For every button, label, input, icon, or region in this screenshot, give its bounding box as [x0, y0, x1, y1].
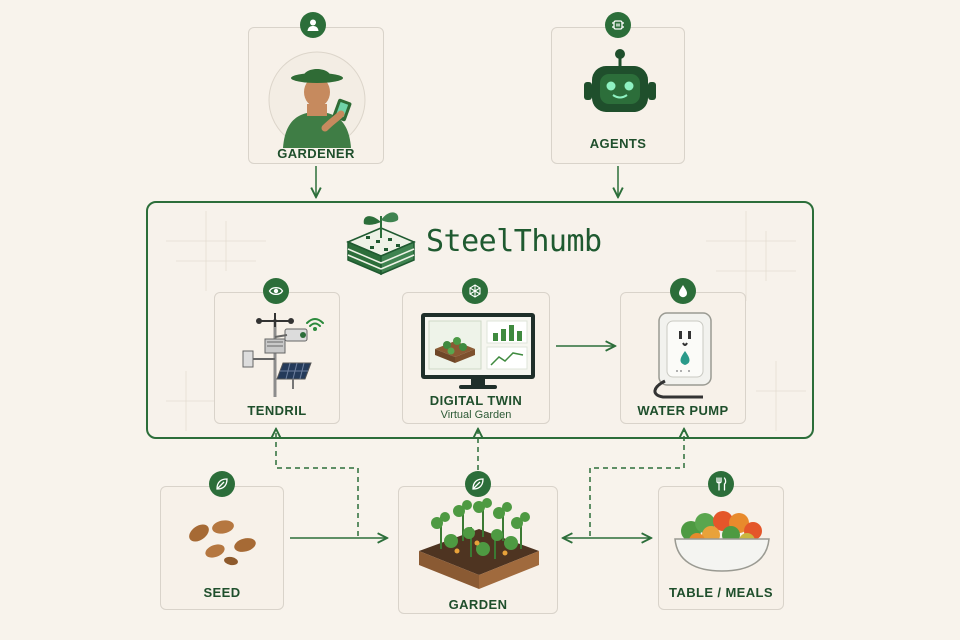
platform-grid-decoration	[166, 211, 806, 431]
table-meals-label: TABLE / MEALS	[669, 585, 773, 600]
gardener-card[interactable]: GARDENER	[248, 27, 384, 164]
fork-knife-icon	[708, 471, 734, 497]
water-pump-label: WATER PUMP	[637, 403, 729, 418]
salad-bowl-illustration	[674, 511, 770, 572]
brand-name: SteelThumb	[426, 224, 602, 259]
eye-icon	[263, 278, 289, 304]
raised-bed-illustration	[419, 498, 539, 589]
tendril-card[interactable]: TENDRIL	[214, 292, 340, 424]
network-icon	[462, 278, 488, 304]
water-pump-card[interactable]: WATER PUMP	[620, 292, 746, 424]
monitor-illustration	[421, 313, 535, 389]
tendril-label: TENDRIL	[247, 403, 307, 418]
seed-label: SEED	[203, 585, 241, 600]
garden-label: GARDEN	[448, 597, 508, 612]
gardener-illustration	[268, 51, 366, 148]
person-icon	[300, 12, 326, 38]
table-meals-card[interactable]: TABLE / MEALS	[658, 486, 784, 610]
weather-station-illustration	[242, 313, 324, 397]
garden-card[interactable]: GARDEN	[398, 486, 558, 614]
seed-card[interactable]: SEED	[160, 486, 284, 610]
digital-twin-label: DIGITAL TWIN	[429, 393, 523, 408]
garden-to-tendril-dashed-arrow	[276, 430, 359, 536]
robot-illustration	[584, 49, 656, 112]
gardener-label: GARDENER	[277, 146, 355, 161]
steelthumb-logo	[346, 212, 416, 276]
digital-twin-sublabel: Virtual Garden	[440, 409, 512, 421]
agents-card[interactable]: AGENTS	[551, 27, 685, 164]
chip-icon	[605, 12, 631, 38]
digital-twin-card[interactable]: DIGITAL TWIN Virtual Garden	[402, 292, 550, 424]
seeds-illustration	[189, 520, 256, 566]
leaf-icon	[209, 471, 235, 497]
leaf-icon	[465, 471, 491, 497]
smart-plug-illustration	[653, 312, 712, 399]
agents-label: AGENTS	[589, 136, 647, 151]
water-drop-icon	[670, 278, 696, 304]
